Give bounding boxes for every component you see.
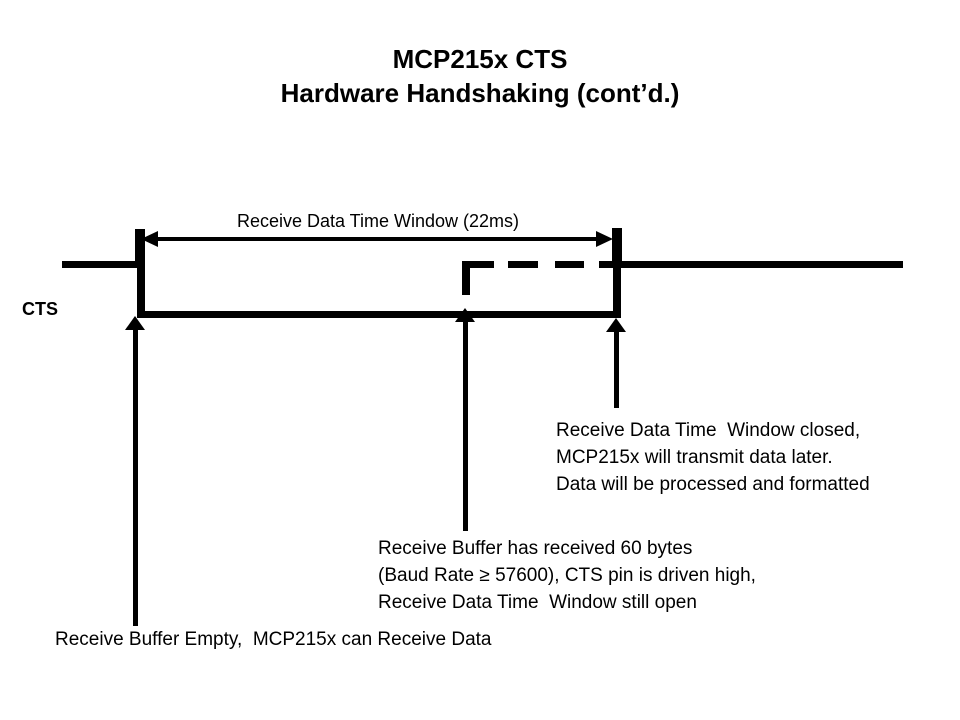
receive-window-label: Receive Data Time Window (22ms) [236,211,520,231]
cts-high-segment-left [62,261,144,268]
slide-title: MCP215x CTS Hardware Handshaking (cont’d… [0,42,960,110]
cts-signal-label: CTS [22,299,58,319]
cts-dashed-high-segment-1 [462,261,494,268]
annotation-buffer-full-line-1: Receive Buffer has received 60 bytes [378,538,693,559]
up-arrow-line-buffer-empty [133,329,138,626]
annotation-window-closed: Receive Data Time Window closed, MCP215x… [556,417,870,498]
up-arrowhead-window-closed-icon [606,318,626,332]
annotation-buffer-full-line-2: (Baud Rate ≥ 57600), CTS pin is driven h… [378,565,756,586]
annotation-window-closed-line-2: MCP215x will transmit data later. [556,447,833,468]
annotation-window-closed-line-1: Receive Data Time Window closed, [556,420,861,441]
cts-high-segment-right [613,261,903,268]
annotation-window-closed-line-3: Data will be processed and formatted [556,474,870,495]
cts-dashed-high-segment-2 [508,261,538,268]
measure-tick-left [135,229,145,261]
cts-low-segment [137,311,621,318]
annotation-buffer-empty: Receive Buffer Empty, MCP215x can Receiv… [55,626,492,653]
measure-arrowhead-left-icon [141,231,158,247]
annotation-buffer-empty-line-1: Receive Buffer Empty, MCP215x can Receiv… [55,629,492,650]
measure-arrow-line [152,237,604,241]
up-arrow-line-window-closed [614,331,619,408]
title-line-1: MCP215x CTS [392,44,568,74]
up-arrow-line-buffer-full [463,321,468,531]
measure-tick-right [612,228,622,261]
cts-rising-edge [613,261,621,318]
cts-dashed-high-segment-4 [599,261,615,268]
measure-arrowhead-right-icon [596,231,613,247]
cts-dashed-rising-edge [462,261,470,295]
cts-dashed-high-segment-3 [555,261,584,268]
up-arrowhead-buffer-empty-icon [125,316,145,330]
annotation-buffer-full-line-3: Receive Data Time Window still open [378,592,697,613]
annotation-buffer-full: Receive Buffer has received 60 bytes (Ba… [378,535,756,616]
up-arrowhead-buffer-full-icon [455,308,475,322]
title-line-2: Hardware Handshaking (cont’d.) [280,78,680,108]
cts-falling-edge [137,261,145,318]
